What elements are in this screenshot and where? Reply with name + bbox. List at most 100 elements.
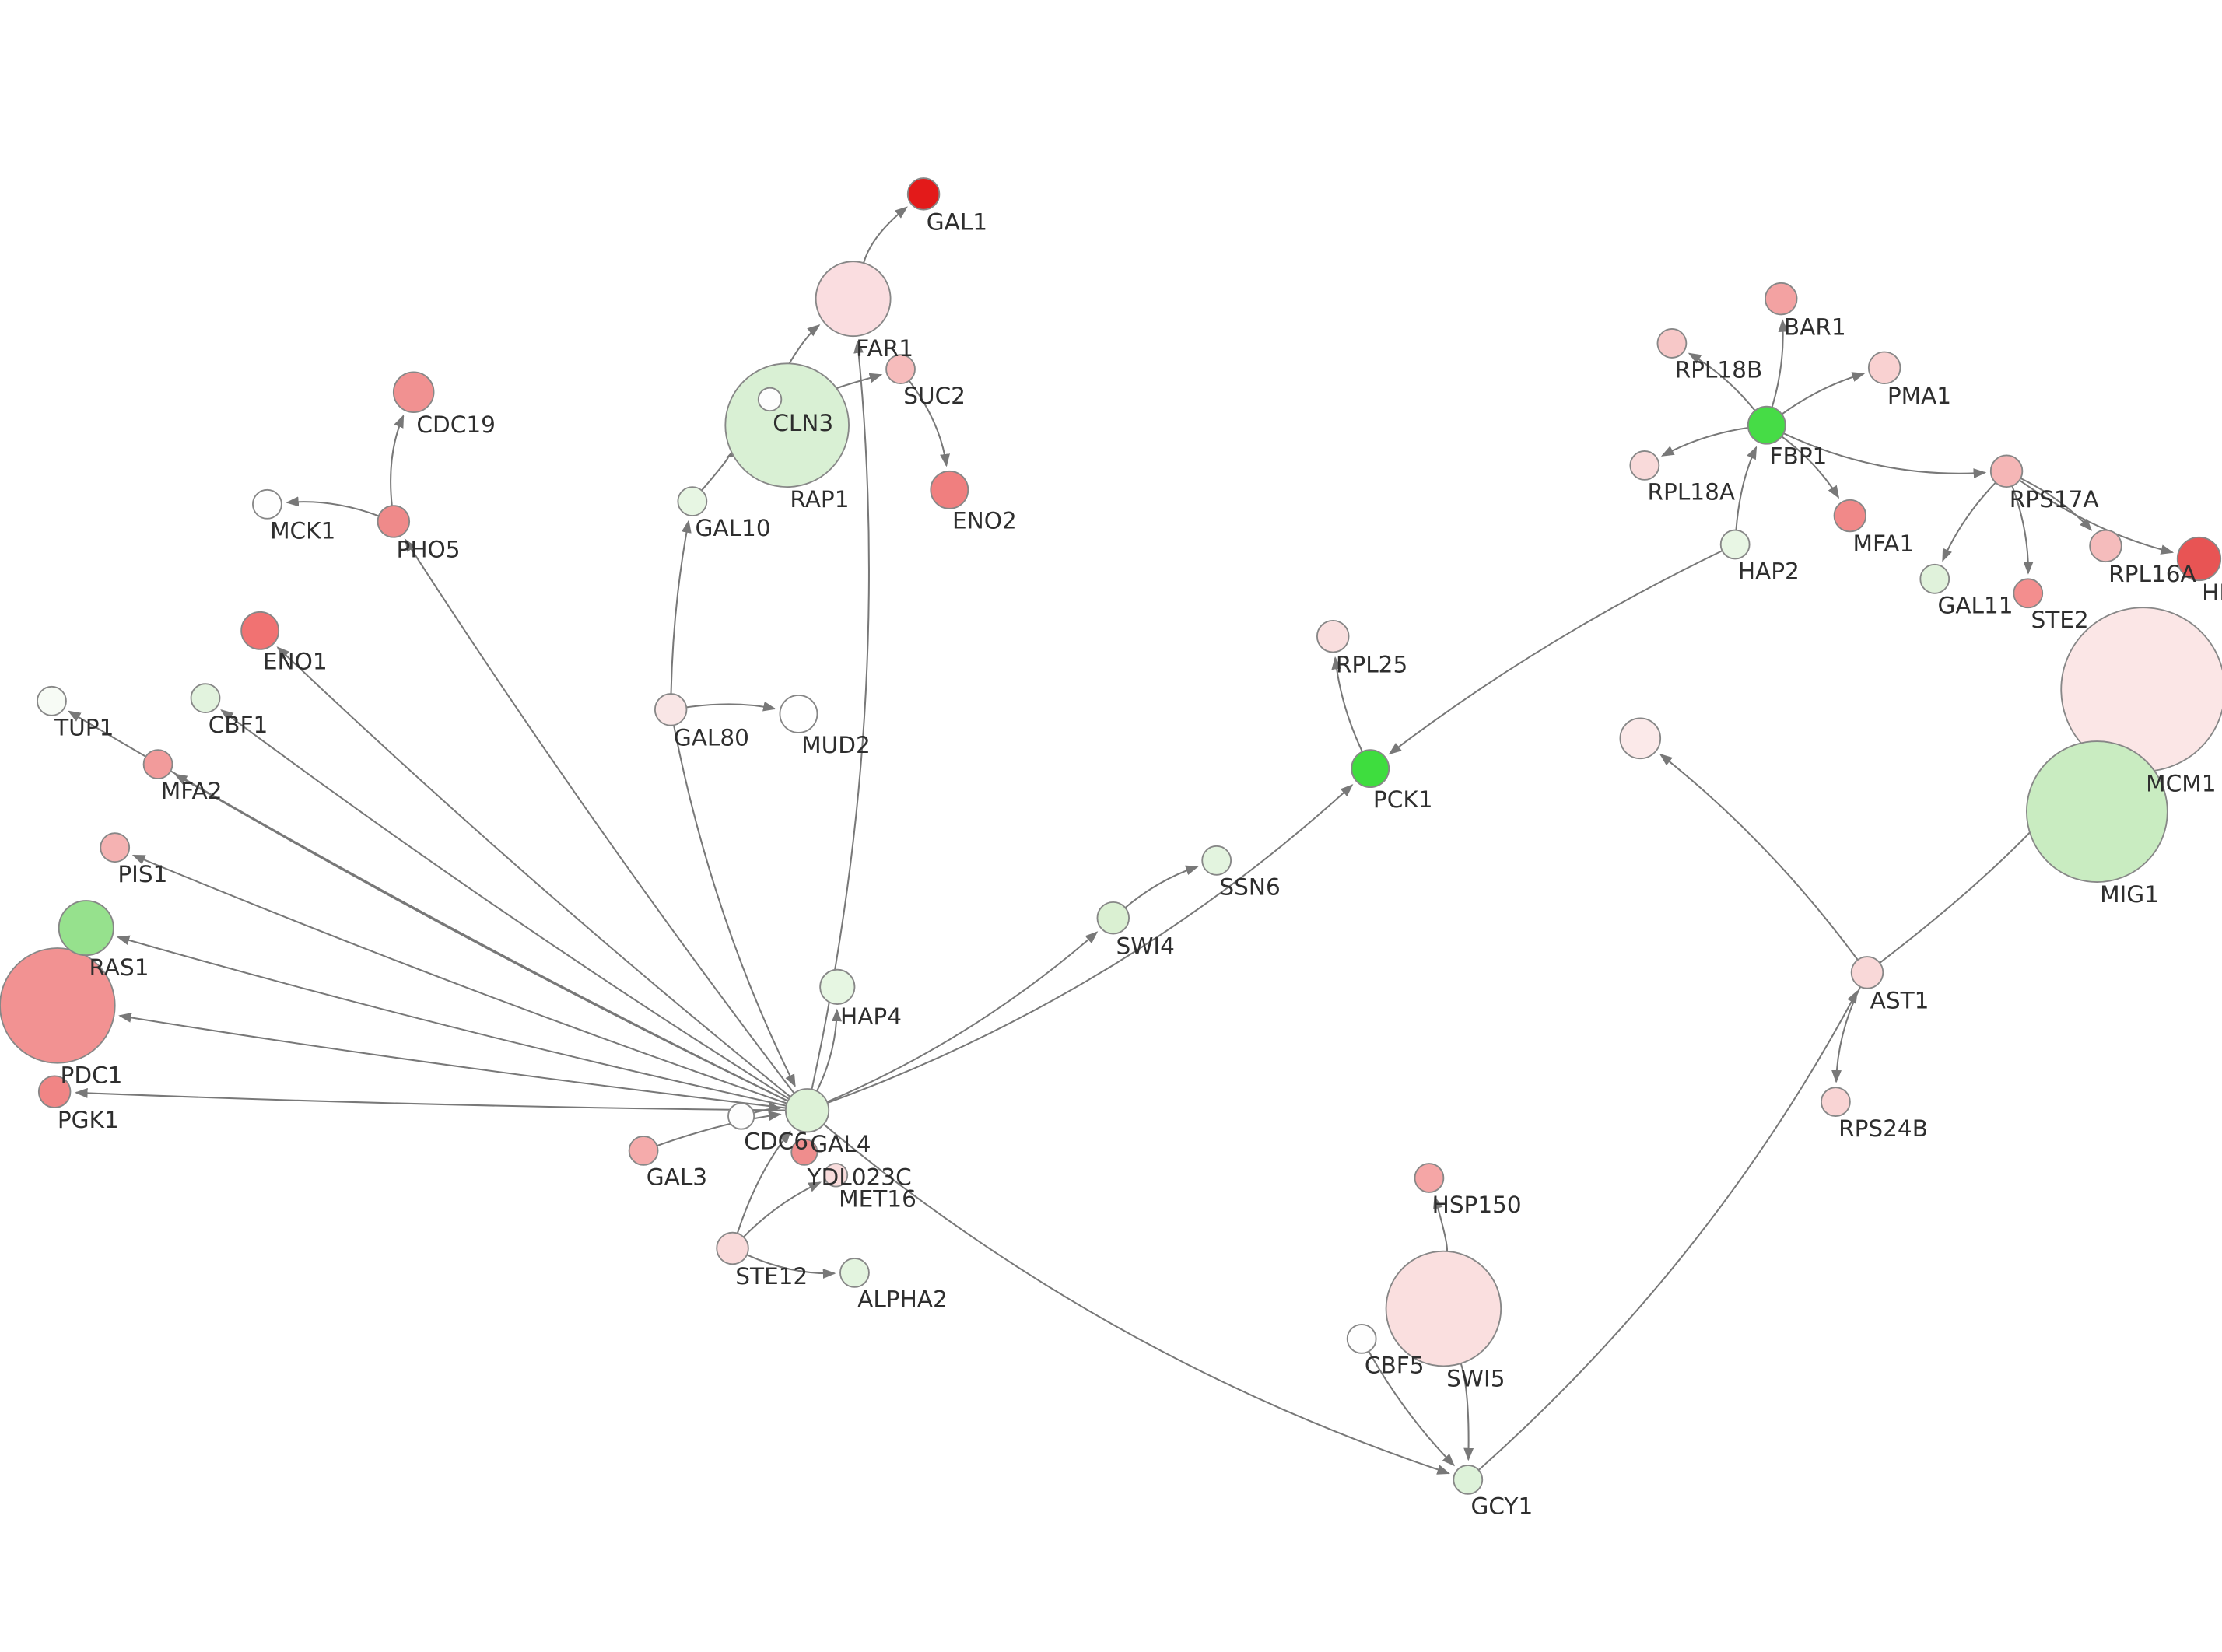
edge-RPS17A-GAL11[interactable] bbox=[1942, 481, 1996, 562]
edge-GAL4-TUP1[interactable] bbox=[68, 710, 789, 1102]
graph-node-MFA1[interactable] bbox=[1833, 499, 1867, 533]
graph-node-GAL80[interactable] bbox=[654, 693, 688, 726]
edge-STE12-MET16[interactable] bbox=[743, 1181, 822, 1238]
edge-GAL4-PDC1[interactable] bbox=[118, 1012, 787, 1109]
edge-FAR1-GAL1[interactable] bbox=[863, 206, 908, 264]
edge-GAL4-SWI4[interactable] bbox=[826, 931, 1099, 1103]
graph-node-RPL18B[interactable] bbox=[1656, 328, 1688, 359]
graph-node-CDC6[interactable] bbox=[727, 1102, 755, 1130]
graph-node-RAS1[interactable] bbox=[58, 900, 114, 957]
edge-CDC6-GAL4[interactable] bbox=[753, 1101, 782, 1114]
edge-AST1-UNNAMED[interactable] bbox=[1659, 753, 1859, 961]
graph-node-FAR1[interactable] bbox=[815, 261, 892, 338]
edge-STE12-ALPHA2[interactable] bbox=[746, 1254, 836, 1279]
edge-GAL4-GCY1[interactable] bbox=[823, 1123, 1450, 1475]
edge-RPS17A-RPL16A[interactable] bbox=[2020, 477, 2093, 531]
graph-node-HIS4[interactable] bbox=[2176, 536, 2222, 582]
graph-node-GCY1[interactable] bbox=[1453, 1464, 1484, 1495]
graph-node-PMA1[interactable] bbox=[1867, 351, 1901, 385]
edge-HAP2-PCK1[interactable] bbox=[1388, 550, 1723, 755]
graph-node-PIS1[interactable] bbox=[100, 832, 131, 863]
edge-FBP1-BAR1[interactable] bbox=[1771, 319, 1789, 408]
graph-node-CLN3[interactable] bbox=[757, 387, 783, 412]
edge-FBP1-RPL18A[interactable] bbox=[1660, 427, 1749, 457]
edge-GAL4-CBF1[interactable] bbox=[220, 709, 790, 1100]
edge-GAL4-HAP4[interactable] bbox=[815, 1008, 842, 1092]
graph-node-HAP2[interactable] bbox=[1719, 529, 1751, 560]
edge-GAL4-RAS1[interactable] bbox=[116, 935, 787, 1107]
graph-node-MIG1[interactable] bbox=[2026, 740, 2168, 883]
graph-node-SWI4[interactable] bbox=[1096, 901, 1130, 935]
edge-STE12-GAL4[interactable] bbox=[736, 1130, 791, 1234]
graph-node-PGK1[interactable] bbox=[37, 1075, 72, 1108]
graph-node-CDC19[interactable] bbox=[392, 371, 435, 413]
graph-node-GAL4[interactable] bbox=[784, 1088, 830, 1133]
edge-GAL4-ENO1[interactable] bbox=[276, 646, 791, 1098]
edge-GAL80-GAL4[interactable] bbox=[673, 725, 796, 1087]
edge-GAL4-PGK1[interactable] bbox=[75, 1087, 786, 1111]
graph-node-HSP150[interactable] bbox=[1414, 1163, 1445, 1193]
edge-SWI4-SSN6[interactable] bbox=[1124, 865, 1199, 908]
graph-node-ENO2[interactable] bbox=[930, 470, 969, 509]
graph-node-RPS24B[interactable] bbox=[1821, 1087, 1851, 1118]
edge-FBP1-RPS17A[interactable] bbox=[1782, 432, 1987, 479]
graph-node-RPL16A[interactable] bbox=[2089, 529, 2122, 563]
edge-AST1-RPS24B[interactable] bbox=[1831, 986, 1862, 1083]
edge-GAL4-PHO5[interactable] bbox=[404, 538, 795, 1094]
graph-node-AST1[interactable] bbox=[1850, 956, 1884, 989]
graph-node-MCK1[interactable] bbox=[252, 488, 282, 520]
edge-GAL4-PIS1[interactable] bbox=[131, 854, 787, 1104]
graph-node-TUP1[interactable] bbox=[37, 685, 67, 716]
edge-FBP1-PMA1[interactable] bbox=[1781, 372, 1866, 415]
edge-FBP1-MFA1[interactable] bbox=[1781, 436, 1840, 499]
graph-node-GAL10[interactable] bbox=[677, 486, 708, 516]
edge-PHO5-CDC19[interactable] bbox=[390, 415, 405, 506]
graph-node-SWI5[interactable] bbox=[1385, 1250, 1502, 1367]
edge-GAL80-GAL10[interactable] bbox=[670, 520, 692, 695]
graph-node-unnamed[interactable] bbox=[1619, 717, 1662, 760]
edge-PHO5-MCK1[interactable] bbox=[286, 496, 380, 517]
node-label-PIS1: PIS1 bbox=[117, 861, 167, 887]
graph-node-CBF5[interactable] bbox=[1346, 1323, 1377, 1354]
graph-node-GAL3[interactable] bbox=[628, 1136, 659, 1166]
edge-RPS17A-STE2[interactable] bbox=[2011, 485, 2034, 575]
graph-node-GAL11[interactable] bbox=[1919, 563, 1950, 594]
graph-node-MUD2[interactable] bbox=[779, 695, 818, 733]
graph-node-MET16[interactable] bbox=[823, 1163, 849, 1188]
edge-GAL4-MFA2[interactable] bbox=[173, 773, 789, 1102]
edge-HAP2-FBP1[interactable] bbox=[1735, 446, 1758, 530]
edge-RPS17A-HIS4[interactable] bbox=[2019, 479, 2175, 555]
edge-SWI5-GCY1[interactable] bbox=[1460, 1363, 1474, 1461]
graph-node-RPL18A[interactable] bbox=[1629, 450, 1660, 481]
graph-node-SSN6[interactable] bbox=[1201, 845, 1232, 876]
graph-node-MFA2[interactable] bbox=[142, 749, 173, 779]
graph-node-RAP1[interactable] bbox=[724, 362, 850, 488]
edge-SUC2-ENO2[interactable] bbox=[908, 380, 950, 467]
graph-node-PDC1[interactable] bbox=[0, 947, 116, 1064]
edge-PCK1-RPL25[interactable] bbox=[1331, 656, 1363, 752]
graph-node-ALPHA2[interactable] bbox=[839, 1258, 870, 1288]
edge-GAL80-MUD2[interactable] bbox=[686, 701, 776, 712]
edge-FBP1-RPL18B[interactable] bbox=[1688, 352, 1756, 411]
graph-node-RPS17A[interactable] bbox=[1989, 454, 2024, 488]
graph-node-STE12[interactable] bbox=[716, 1231, 749, 1265]
edge-GAL10-RAP1[interactable] bbox=[701, 447, 741, 492]
graph-node-PCK1[interactable] bbox=[1351, 749, 1390, 789]
edge-GAL4-PCK1[interactable] bbox=[827, 784, 1354, 1104]
graph-node-CBF1[interactable] bbox=[190, 683, 221, 714]
graph-node-PHO5[interactable] bbox=[377, 505, 411, 538]
edge-CBF5-GCY1[interactable] bbox=[1368, 1350, 1455, 1467]
graph-node-RPL25[interactable] bbox=[1316, 619, 1350, 653]
graph-node-STE2[interactable] bbox=[2013, 578, 2044, 609]
edge-GAL3-GAL4[interactable] bbox=[657, 1111, 782, 1147]
graph-node-YDL023C[interactable] bbox=[790, 1138, 818, 1166]
graph-node-GAL1[interactable] bbox=[906, 177, 941, 211]
graph-node-HAP4[interactable] bbox=[819, 968, 856, 1005]
graph-node-FBP1[interactable] bbox=[1747, 405, 1786, 445]
graph-node-ENO1[interactable] bbox=[240, 611, 280, 650]
graph-node-SUC2[interactable] bbox=[885, 354, 916, 385]
edge-RAP1-SUC2[interactable] bbox=[836, 373, 883, 390]
graph-node-BAR1[interactable] bbox=[1765, 282, 1798, 316]
edge-SWI5-HSP150[interactable] bbox=[1433, 1195, 1449, 1251]
edge-GCY1-AST1[interactable] bbox=[1477, 990, 1858, 1471]
